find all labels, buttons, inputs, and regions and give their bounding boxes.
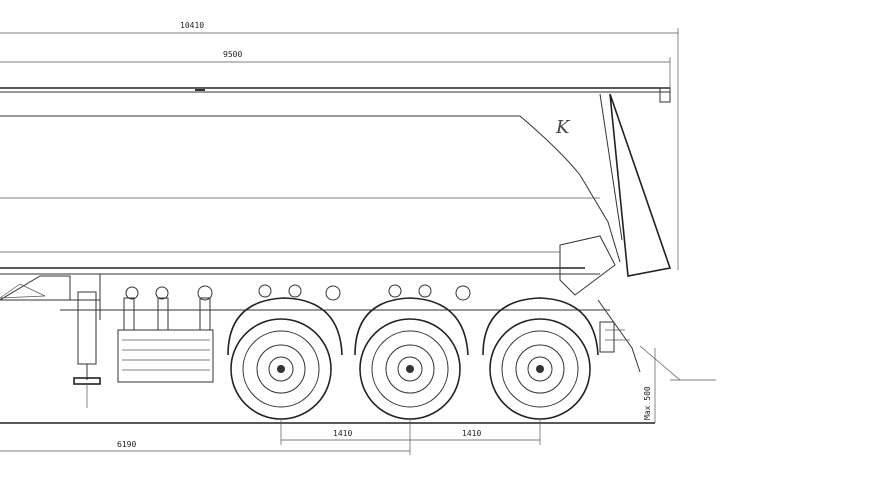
wheel-3 bbox=[489, 318, 591, 420]
axle-spacing-dimensions: 1410 1410 bbox=[280, 420, 541, 455]
axle-spacing-2-label: 1410 bbox=[462, 429, 481, 438]
overall-length-dimension: 10410 bbox=[0, 21, 679, 270]
rail-marker bbox=[195, 89, 205, 91]
height-label: Max 500 bbox=[643, 386, 652, 420]
chassis-frame bbox=[0, 273, 610, 320]
rear-bumper bbox=[597, 299, 716, 381]
wheel-2 bbox=[359, 318, 461, 420]
body-length-label: 9500 bbox=[223, 50, 242, 59]
brand-logo: K bbox=[555, 117, 571, 138]
axle-spacing-1-label: 1410 bbox=[333, 429, 352, 438]
tipper-body bbox=[0, 87, 672, 296]
wheel-1 bbox=[230, 318, 332, 420]
kingpin-label: 6190 bbox=[117, 440, 136, 449]
kingpin-dimension: 6190 bbox=[0, 440, 410, 452]
height-dimension: Max 500 bbox=[643, 348, 656, 423]
overall-length-label: 10410 bbox=[180, 21, 204, 30]
body-length-dimension: 9500 bbox=[0, 50, 671, 90]
landing-gear bbox=[73, 291, 101, 408]
toolbox bbox=[117, 297, 214, 383]
fenders bbox=[227, 297, 599, 356]
